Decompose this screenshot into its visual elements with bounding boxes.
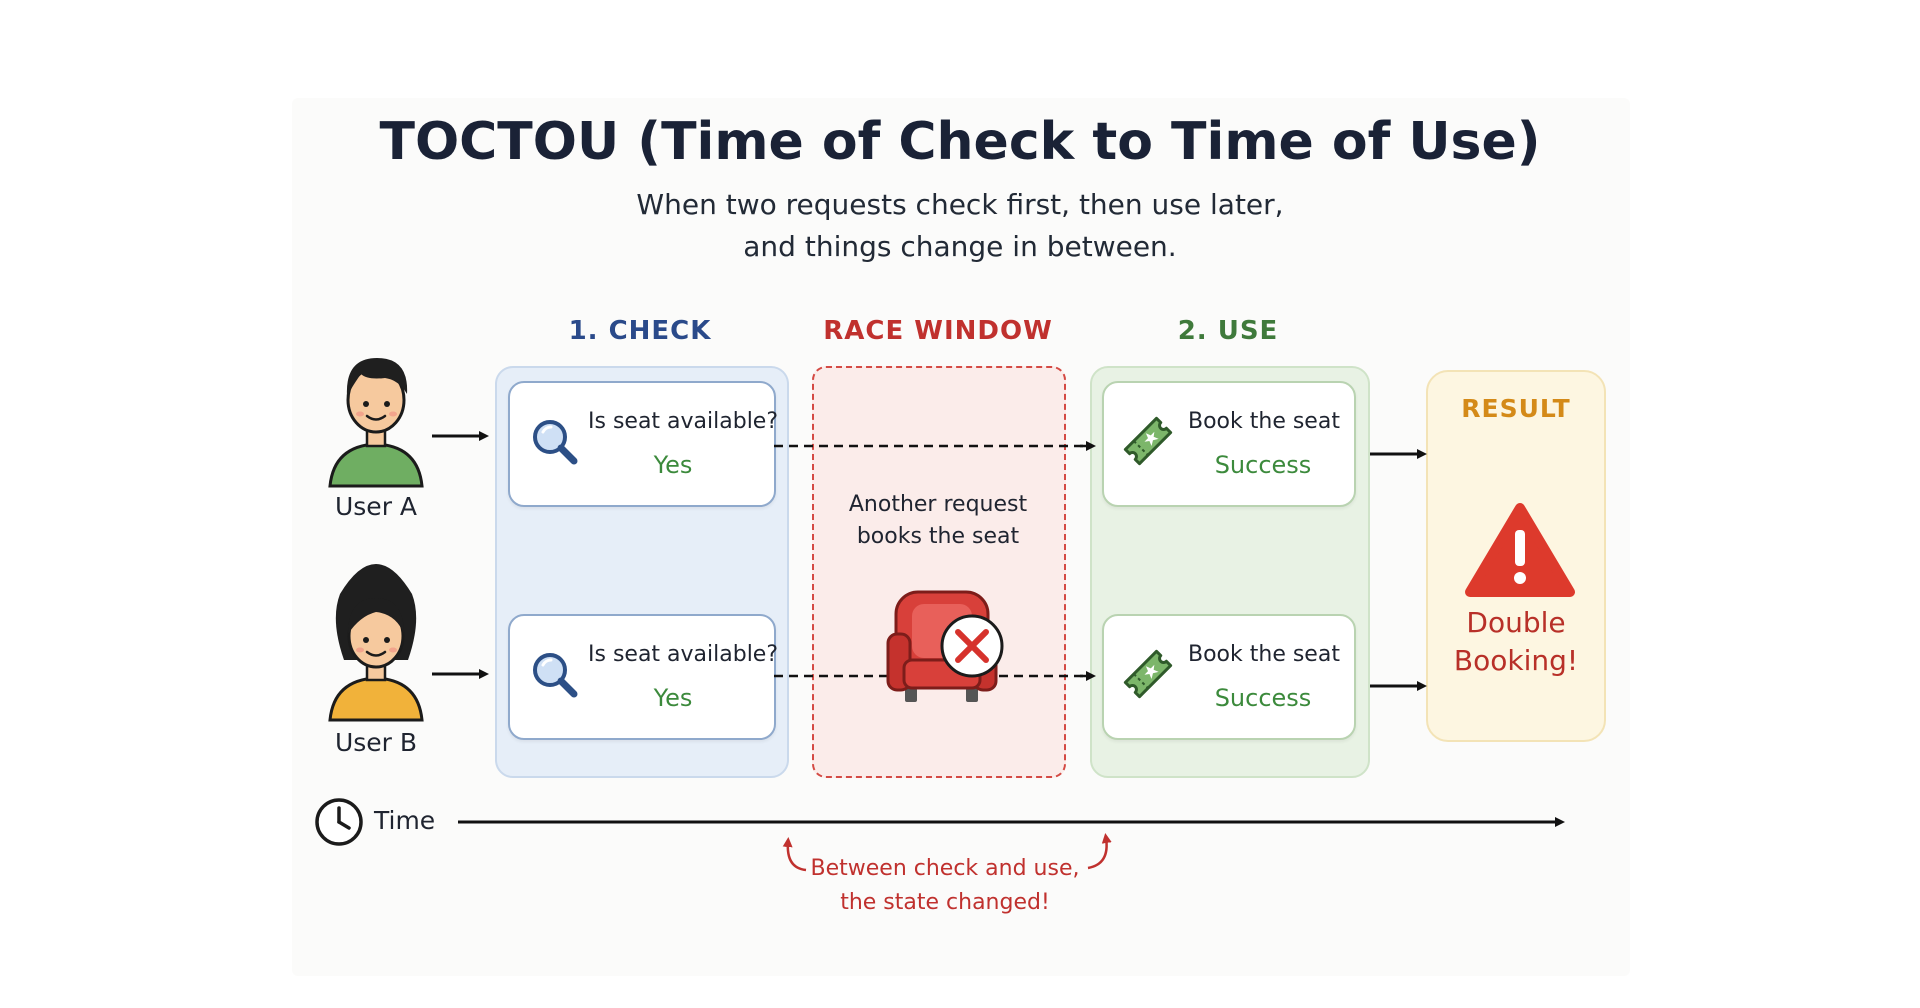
- timeline-note-line-2: the state changed!: [840, 890, 1050, 915]
- use-action: Book the seat: [1188, 642, 1340, 667]
- timeline-note-line-1: Between check and use,: [810, 856, 1080, 881]
- clock-icon: [315, 798, 363, 846]
- page-title: TOCTOU (Time of Check to Time of Use): [379, 112, 1541, 172]
- ticket-icon: [1123, 416, 1173, 466]
- ticket-icon: [1123, 649, 1173, 699]
- race-window-label: RACE WINDOW: [823, 316, 1053, 346]
- user-a-label: User A: [334, 492, 418, 521]
- check-card-user-b: Is seat available? Yes: [508, 614, 779, 740]
- magnifier-icon: [533, 653, 578, 698]
- user-b-label: User B: [334, 728, 418, 757]
- use-action: Book the seat: [1188, 409, 1340, 434]
- seat-taken-icon: [886, 590, 1004, 702]
- check-column-label: 1. CHECK: [568, 316, 712, 346]
- result-line-2: Booking!: [1453, 644, 1579, 677]
- use-card-user-b: Book the seat Success: [1102, 614, 1356, 740]
- check-answer: Yes: [653, 451, 693, 479]
- subtitle-line-2: and things change in between.: [743, 230, 1177, 263]
- warning-icon: [1465, 503, 1575, 597]
- use-card-user-a: Book the seat Success: [1102, 381, 1356, 507]
- race-text-line-2: books the seat: [856, 524, 1020, 549]
- user-b-avatar: [328, 564, 424, 722]
- note-arrow-left: [782, 837, 807, 872]
- check-answer: Yes: [653, 684, 693, 712]
- subtitle-line-1: When two requests check first, then use …: [636, 188, 1284, 221]
- result-title: RESULT: [1461, 394, 1571, 423]
- user-a-avatar: [328, 358, 424, 488]
- use-status: Success: [1214, 684, 1312, 712]
- race-window-panel: [812, 366, 1066, 778]
- note-arrow-right: [1087, 833, 1112, 870]
- race-text-line-1: Another request: [848, 492, 1028, 517]
- time-label: Time: [374, 806, 436, 835]
- use-status: Success: [1214, 451, 1312, 479]
- check-card-user-a: Is seat available? Yes: [508, 381, 779, 507]
- magnifier-icon: [533, 420, 578, 465]
- result-line-1: Double: [1466, 606, 1566, 639]
- check-question: Is seat available?: [588, 642, 779, 667]
- check-question: Is seat available?: [588, 409, 779, 434]
- use-column-label: 2. USE: [1177, 316, 1279, 346]
